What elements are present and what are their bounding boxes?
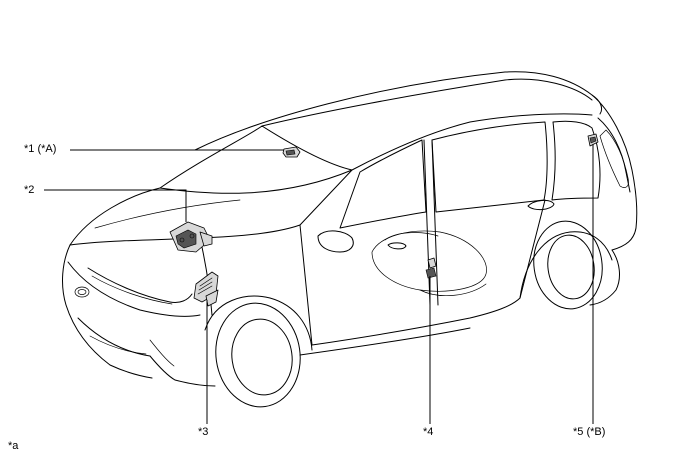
component-part2 — [169, 221, 213, 253]
label-part3: *3 — [198, 426, 209, 438]
label-part2: *2 — [24, 184, 35, 196]
car-body — [62, 71, 638, 408]
label-part1: *1 (*A) — [24, 143, 57, 155]
component-part4 — [425, 257, 437, 279]
leader-lines — [44, 144, 594, 424]
label-view: *a — [8, 440, 19, 452]
component-part1 — [282, 146, 301, 158]
component-part3 — [193, 271, 219, 307]
label-part5: *5 (*B) — [573, 426, 606, 438]
component-part5 — [587, 133, 599, 147]
label-part4: *4 — [423, 426, 434, 438]
